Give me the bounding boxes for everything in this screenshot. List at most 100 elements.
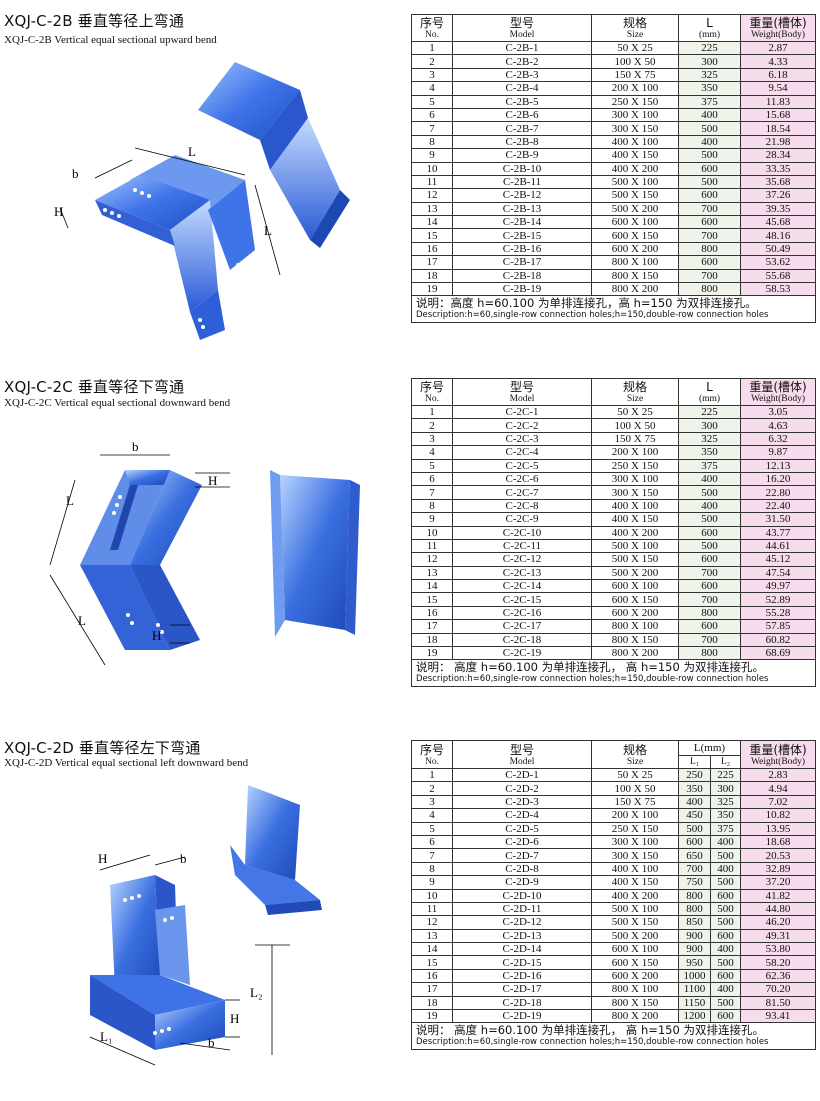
- weight-cell: 49.97: [740, 579, 816, 594]
- table-cell: 400: [678, 794, 711, 810]
- table-cell: 19: [411, 1009, 453, 1024]
- table-cell: 600: [678, 579, 741, 594]
- dim-h-bottom: H: [230, 1011, 239, 1026]
- table-cell: C-2D-19: [452, 1009, 592, 1024]
- weight-cell: 53.80: [740, 942, 817, 957]
- table-cell: 6: [411, 471, 453, 487]
- weight-cell: 33.35: [740, 161, 816, 176]
- table-cell: 17: [411, 619, 453, 634]
- table-cell: 600: [678, 619, 741, 634]
- table-cell: 17: [411, 982, 453, 997]
- table-cell: 375: [678, 94, 741, 109]
- header-weight: 重量(槽体)Weight(Body): [740, 740, 817, 769]
- table-cell: 300: [678, 54, 741, 69]
- table-cell: 13: [411, 201, 453, 217]
- table-cell: 9: [411, 148, 453, 163]
- table-cell: 4: [411, 81, 453, 96]
- table-cell: C-2B-16: [452, 241, 592, 257]
- table-cell: 12: [411, 552, 453, 567]
- table-cell: 300 X 150: [591, 485, 679, 500]
- table-cell: C-2D-6: [452, 834, 592, 850]
- table-cell: 700: [678, 201, 741, 217]
- table-cell: 375: [709, 821, 742, 836]
- table-cell: 300: [678, 418, 741, 433]
- table-cell: 18: [411, 268, 453, 284]
- table-cell: 400: [678, 107, 741, 123]
- weight-cell: 55.28: [740, 605, 816, 621]
- table-cell: 400: [709, 942, 742, 957]
- table-cell: 10: [411, 888, 453, 903]
- table-cell: 19: [411, 282, 453, 297]
- weight-cell: 81.50: [740, 995, 817, 1011]
- table-cell: 5: [411, 821, 453, 836]
- table-cell: 500: [678, 538, 741, 554]
- table-cell: 500 X 200: [591, 928, 679, 944]
- table-cell: C-2B-7: [452, 121, 592, 136]
- table-cell: 200 X 100: [591, 81, 679, 96]
- table-cell: 2: [411, 418, 453, 433]
- table-cell: 12: [411, 188, 453, 203]
- weight-cell: 44.61: [740, 538, 816, 554]
- weight-cell: 37.26: [740, 188, 816, 203]
- table-cell: C-2C-4: [452, 445, 592, 460]
- table-cell: 800 X 200: [591, 646, 679, 661]
- weight-cell: 12.13: [740, 458, 816, 473]
- table-cell: 400: [709, 982, 742, 997]
- table-cell: 600: [678, 215, 741, 230]
- table-cell: 1000: [678, 968, 711, 984]
- weight-cell: 9.54: [740, 81, 816, 96]
- table-cell: C-2B-17: [452, 255, 592, 270]
- table-cell: 300: [709, 781, 742, 796]
- table-cell: 350: [709, 808, 742, 823]
- section-2d-title: XQJ-C-2D 垂直等径左下弯通: [4, 739, 201, 757]
- weight-cell: 45.12: [740, 552, 816, 567]
- table-cell: 8: [411, 498, 453, 514]
- table-cell: 500 X 100: [591, 538, 679, 554]
- table-cell: 16: [411, 605, 453, 621]
- table-cell: 300 X 100: [591, 107, 679, 123]
- table-cell: 2: [411, 54, 453, 69]
- table-cell: 3: [411, 431, 453, 447]
- table-cell: 11: [411, 538, 453, 554]
- table-cell: 900: [678, 928, 711, 944]
- table-cell: 800: [678, 241, 741, 257]
- table-cell: C-2B-11: [452, 174, 592, 190]
- dim-b-top: b: [180, 851, 187, 866]
- table-cell: 500: [709, 848, 742, 863]
- table-cell: C-2B-6: [452, 107, 592, 123]
- bend-2d-drawing: H b L₂ H L₁ b: [89, 785, 322, 1066]
- table-cell: C-2B-19: [452, 282, 592, 297]
- header-l2: L₂: [709, 755, 742, 769]
- table-cell: 400 X 150: [591, 875, 679, 890]
- table-cell: 350: [678, 445, 741, 460]
- table-cell: 600 X 100: [591, 579, 679, 594]
- weight-cell: 18.54: [740, 121, 816, 136]
- table-cell: 1100: [678, 982, 711, 997]
- table-cell: 14: [411, 942, 453, 957]
- table-cell: 15: [411, 592, 453, 607]
- table-cell: 1: [411, 767, 453, 783]
- table-cell: C-2B-14: [452, 215, 592, 230]
- bend-2b-drawing: L L b H: [54, 62, 350, 340]
- weight-cell: 37.20: [740, 875, 817, 890]
- table-cell: 1: [411, 404, 453, 420]
- table-cell: 600: [678, 525, 741, 540]
- table-cell: C-2D-13: [452, 928, 592, 944]
- table-cell: 950: [678, 955, 711, 970]
